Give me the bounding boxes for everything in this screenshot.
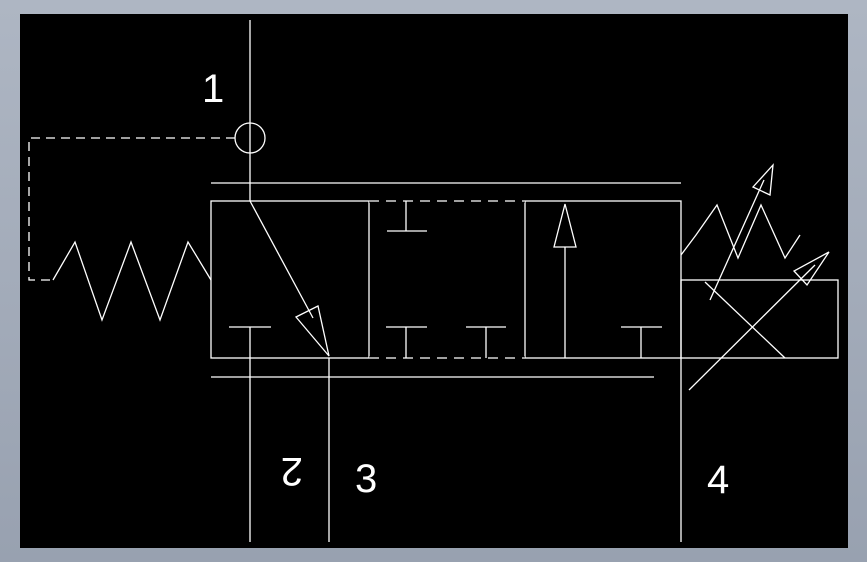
flow-arrowhead-diagonal (294, 305, 330, 357)
valve-body (210, 200, 682, 359)
right-spring (680, 203, 801, 260)
spring-adjust-arrowhead (751, 163, 774, 196)
flow-arrowhead-vertical (553, 203, 577, 248)
actuator-diagonal-2 (688, 264, 816, 391)
left-spring (52, 240, 212, 322)
actuator-diagonal-1 (704, 281, 786, 359)
port-4-label: 4 (707, 458, 729, 502)
port-3-label: 3 (355, 457, 377, 501)
flow-arrow-diagonal (249, 200, 314, 319)
port-1-label: 1 (202, 67, 224, 111)
drawing-canvas (20, 14, 848, 548)
pilot-dashed-line (28, 137, 235, 281)
spring-adjust-arrow-line (709, 179, 765, 301)
port-2-label: 2 (281, 449, 303, 493)
actuator-box (680, 279, 839, 359)
actuator-arrowhead (792, 251, 830, 287)
